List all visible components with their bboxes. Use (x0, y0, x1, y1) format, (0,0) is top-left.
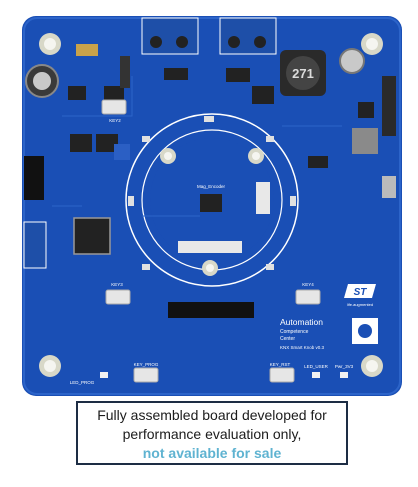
tactile-buttons (101, 99, 321, 383)
terminal-blocks (141, 17, 277, 80)
pcb-board-illustration: 271 (22, 16, 402, 396)
center-label: Center (280, 336, 295, 342)
key-rst-label: KEY_RST (270, 362, 291, 367)
competence-label: Competence (280, 329, 309, 335)
st-logo: ST (344, 284, 376, 298)
pcb-traces (52, 76, 342, 217)
key4-label: KEY4 (302, 282, 314, 287)
key-prog-label: KEY_PROG (134, 362, 159, 367)
encoder-ring (125, 113, 299, 287)
disclaimer-line-2: performance evaluation only, (122, 426, 302, 442)
pin-headers (23, 156, 254, 318)
disclaimer-line-1: Fully assembled board developed for (97, 407, 327, 423)
leds (100, 372, 348, 378)
key3-label: KEY3 (111, 282, 123, 287)
ics-left (68, 44, 130, 152)
led-prog-label: LED_PROG (70, 380, 95, 385)
disclaimer-box: Fully assembled board developed for perf… (76, 401, 348, 465)
inductor-marking: 271 (292, 66, 314, 81)
mounting-holes (39, 33, 383, 377)
pcb-board-photo: 271 (22, 16, 402, 396)
pwr-label: Pwr_3V3 (335, 364, 354, 369)
led-user-label: LED_USER (304, 364, 329, 369)
st-tagline: life.augmented (347, 302, 373, 307)
svg-text:ST: ST (354, 287, 368, 298)
mcu-chip (73, 217, 111, 255)
mag-encoder-label: Mag_Encoder (197, 184, 226, 189)
automation-label: Automation (280, 317, 323, 327)
not-for-sale-text: not available for sale (142, 445, 282, 461)
power-inductor: 271 (280, 50, 326, 96)
knx-version-label: KNX Smart Knob v0.3 (280, 345, 325, 350)
key2-label: KEY2 (109, 118, 121, 123)
capacitors (25, 48, 365, 98)
ics-right (226, 68, 396, 198)
